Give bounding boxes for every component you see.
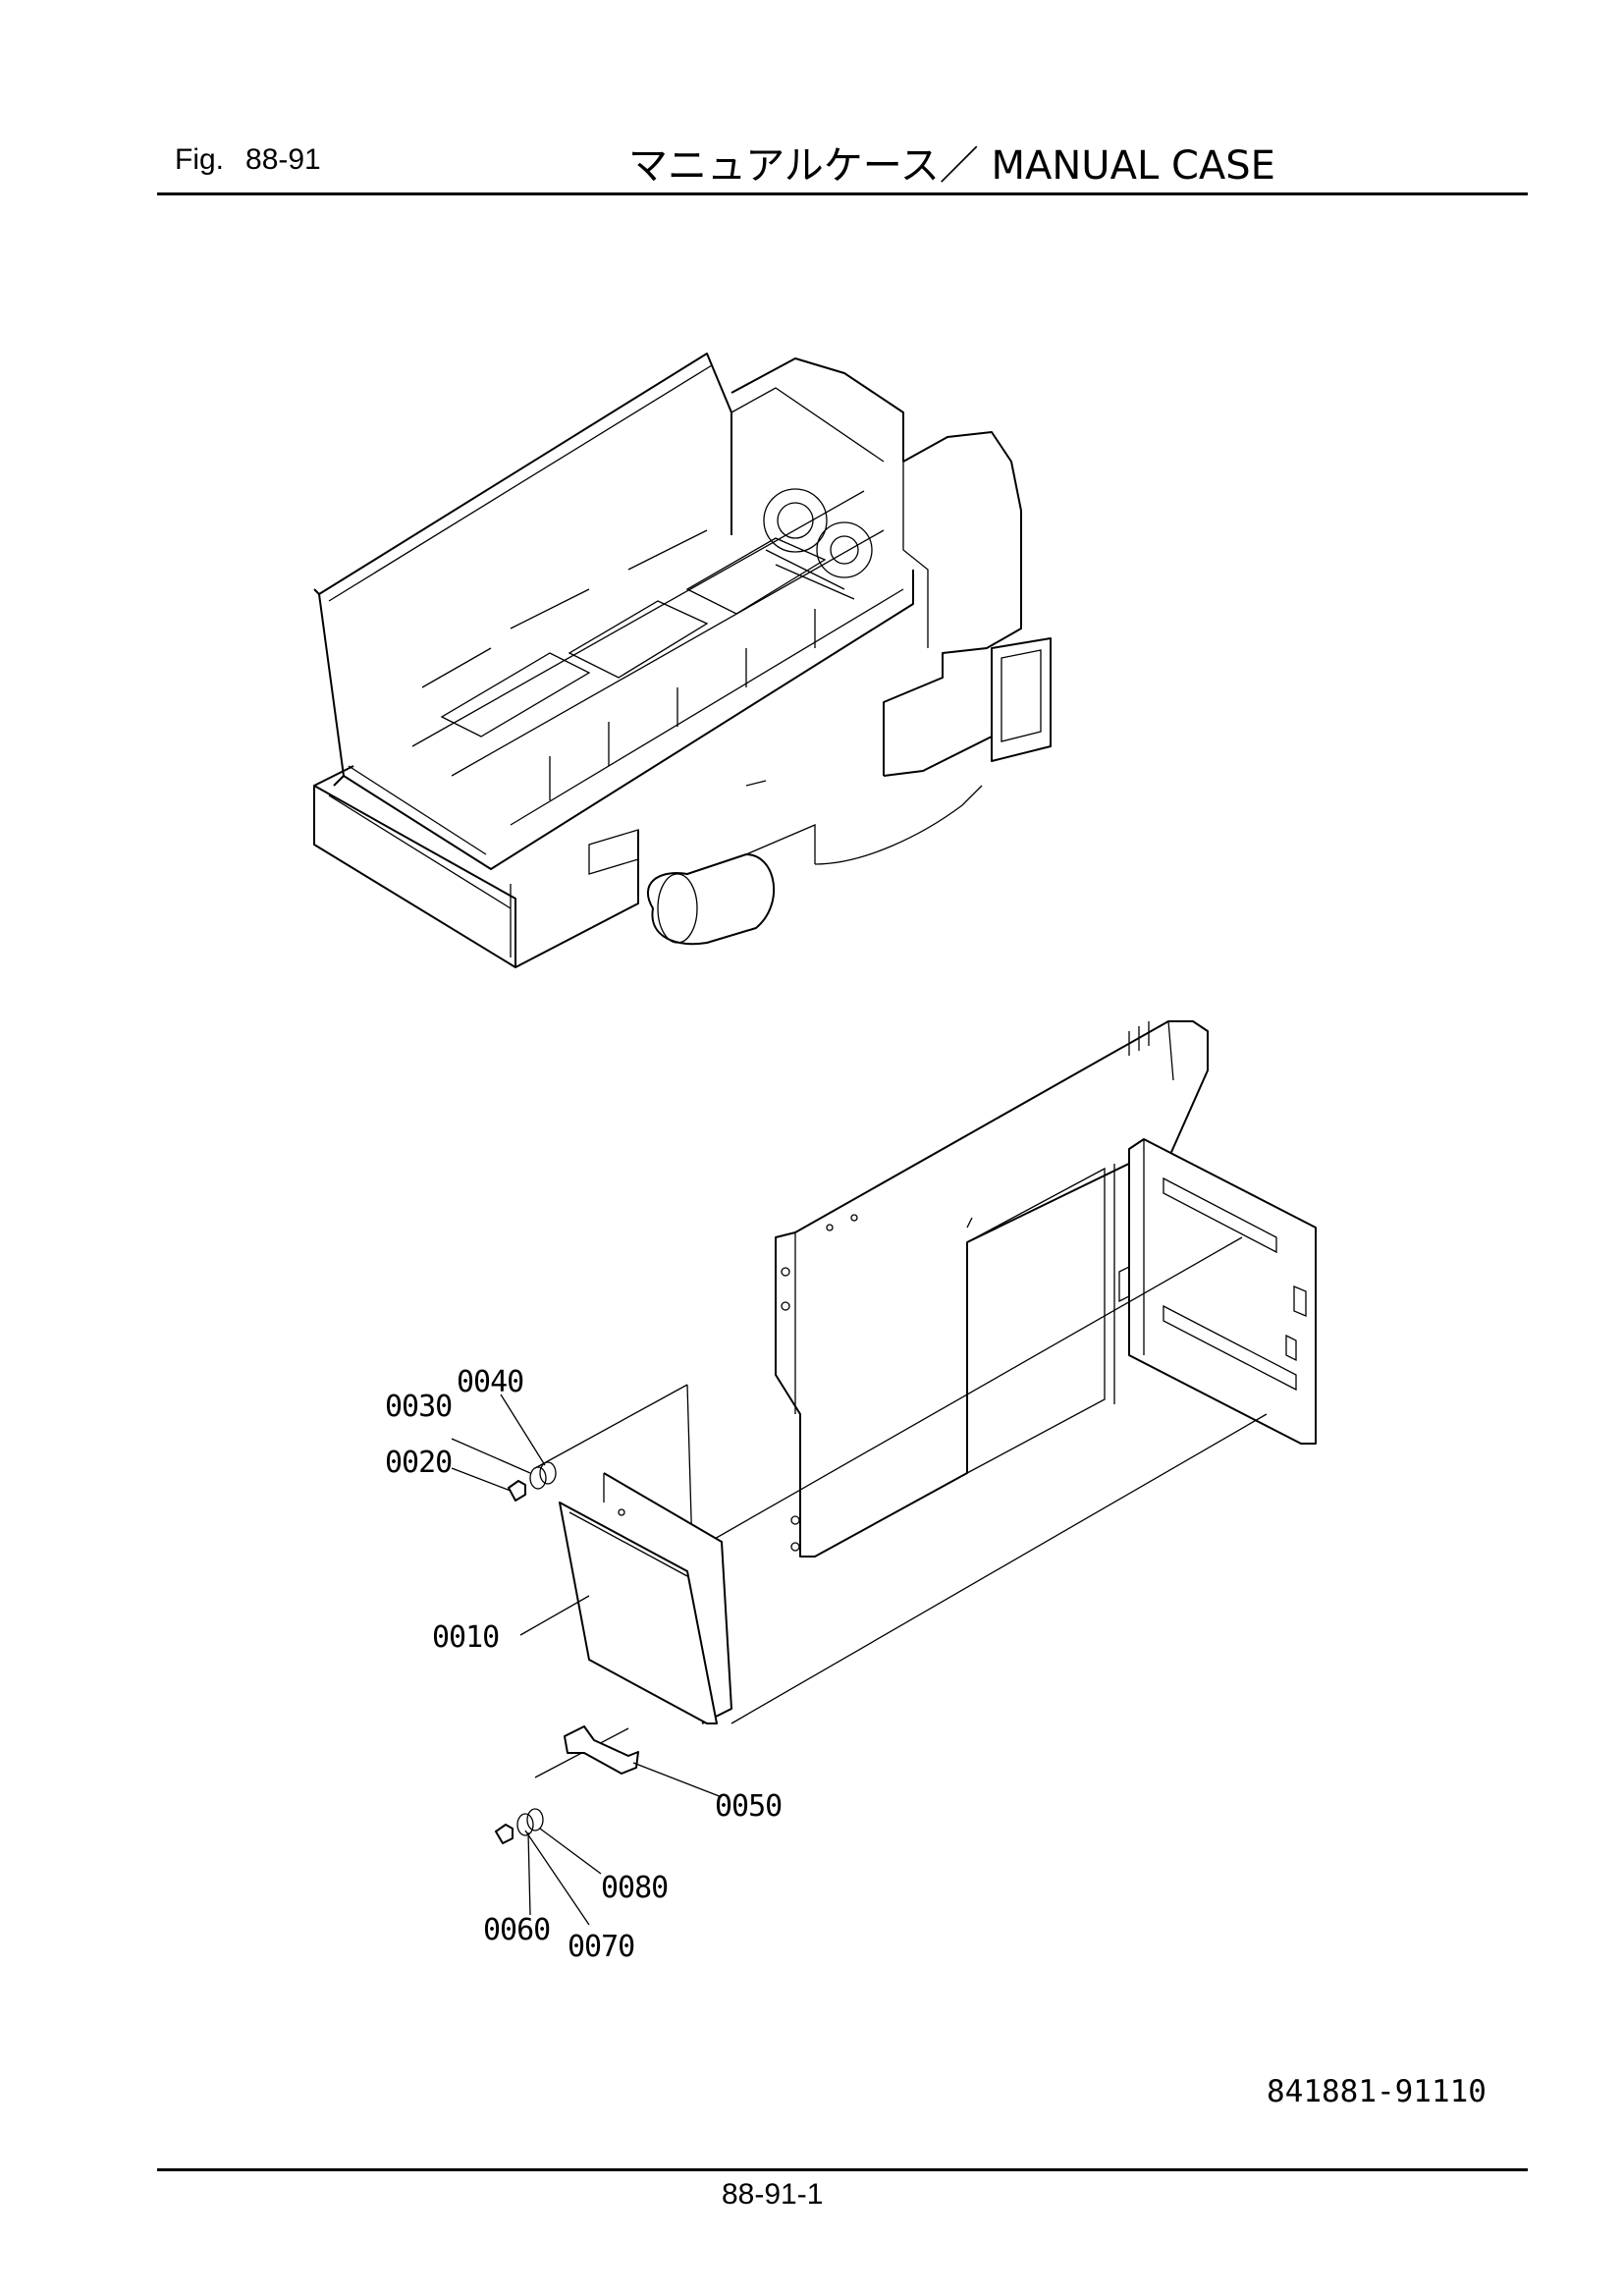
machine-overview-illustration xyxy=(313,353,1052,968)
callout-0050: 0050 xyxy=(715,1789,783,1824)
callout-0040: 0040 xyxy=(457,1365,524,1399)
page-number: 88-91-1 xyxy=(722,2178,824,2211)
callout-0070: 0070 xyxy=(568,1930,635,1964)
footer-rule xyxy=(157,2168,1528,2171)
fig-prefix: Fig. xyxy=(175,143,225,176)
drawing-number: 841881-91110 xyxy=(1267,2074,1487,2109)
fig-number: 88-91 xyxy=(245,143,321,176)
manual-case-exploded-view xyxy=(451,1020,1317,1926)
callout-0080: 0080 xyxy=(601,1871,669,1905)
page-title: マニュアルケース／ MANUAL CASE xyxy=(628,143,1275,189)
callout-0030: 0030 xyxy=(385,1390,453,1424)
figure-label: Fig. 88-91 xyxy=(175,143,343,177)
header-rule xyxy=(157,192,1528,195)
callout-0060: 0060 xyxy=(483,1913,551,1947)
callout-0020: 0020 xyxy=(385,1446,453,1480)
callout-0010: 0010 xyxy=(432,1620,500,1655)
